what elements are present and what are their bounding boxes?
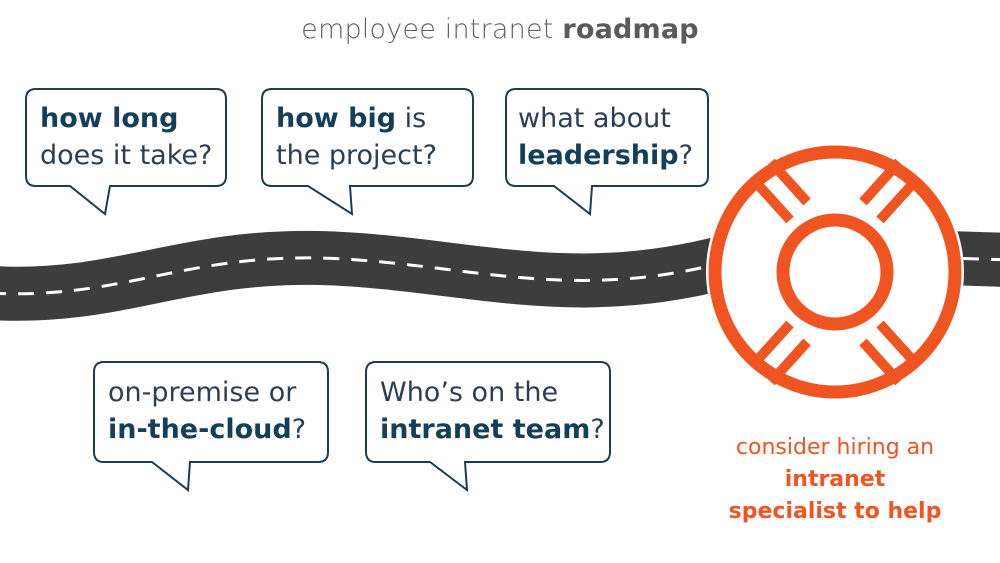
speech-bubble-on-premise [93,361,329,492]
call-to-action: consider hiring an intranet specialist t… [700,432,970,528]
road-center-dashes [0,250,1000,296]
bubble-text-leadership: what about leadership? [518,103,693,171]
speech-bubble-leadership [505,88,709,216]
cta-line-1: consider hiring an [735,435,935,460]
bubble-text-how-big: how big is the project? [276,103,437,171]
cta-line-3: specialist to help [728,499,942,524]
page-title: employee intranet roadmap [301,14,699,45]
bubble-text-on-premise: on-premise or in-the-cloud? [108,377,307,445]
speech-bubble-intranet-team [365,361,611,493]
speech-bubble-how-big [261,88,474,216]
bubble-text-intranet-team: Who’s on the intranet team? [380,377,605,445]
cta-line-2: intranet [784,467,886,492]
speech-bubble-how-long [25,88,227,216]
lifebuoy-icon [706,143,964,401]
bubble-text-how-long: how long does it take? [40,103,213,171]
